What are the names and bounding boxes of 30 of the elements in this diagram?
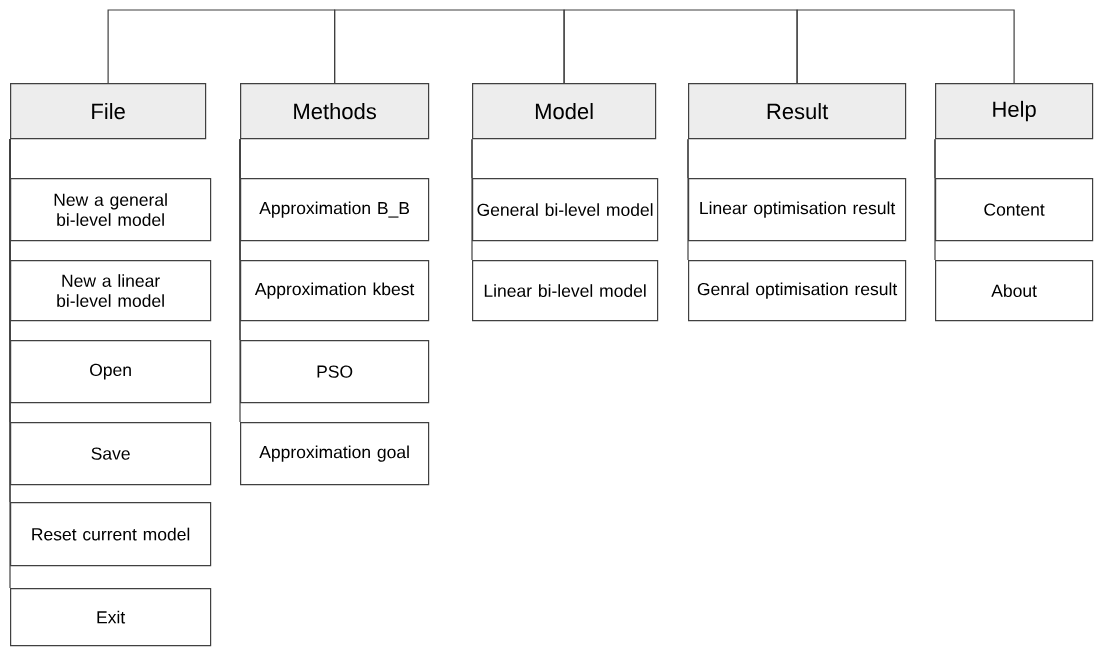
connector-line <box>9 138 11 589</box>
menu-item-box: About <box>935 260 1094 322</box>
menu-item-box: Reset current model <box>10 502 212 567</box>
menu-header-box: Help <box>935 83 1094 140</box>
connector-line <box>563 9 798 84</box>
menu-item-box: Open <box>10 340 212 404</box>
connector-line <box>107 9 336 84</box>
menu-item-box: New a general bi-level model <box>10 178 212 242</box>
menu-header-box: File <box>10 83 207 140</box>
menu-item-box: General bi-level model <box>472 178 659 242</box>
menu-item-box: Approximation goal <box>240 422 430 486</box>
connector-line <box>934 138 936 261</box>
menu-item-box: Linear bi-level model <box>472 260 659 322</box>
menu-header-box: Methods <box>240 83 430 140</box>
menu-item-box: Approximation B_B <box>240 178 430 242</box>
connector-line <box>239 138 241 423</box>
menu-item-box: Genral optimisation result <box>688 260 907 322</box>
connector-line <box>334 9 565 84</box>
menu-header-box: Model <box>472 83 657 140</box>
connector-line <box>471 138 473 261</box>
menu-item-box: Approximation kbest <box>240 260 430 322</box>
menu-header-box: Result <box>688 83 907 140</box>
menu-item-box: PSO <box>240 340 430 404</box>
menu-item-box: Exit <box>10 588 212 647</box>
menu-item-box: Linear optimisation result <box>688 178 907 242</box>
connector-line <box>687 138 689 261</box>
menu-item-box: Content <box>935 178 1094 242</box>
menu-item-box: New a linear bi-level model <box>10 260 212 322</box>
menu-item-box: Save <box>10 422 212 486</box>
connector-line <box>796 9 1015 84</box>
